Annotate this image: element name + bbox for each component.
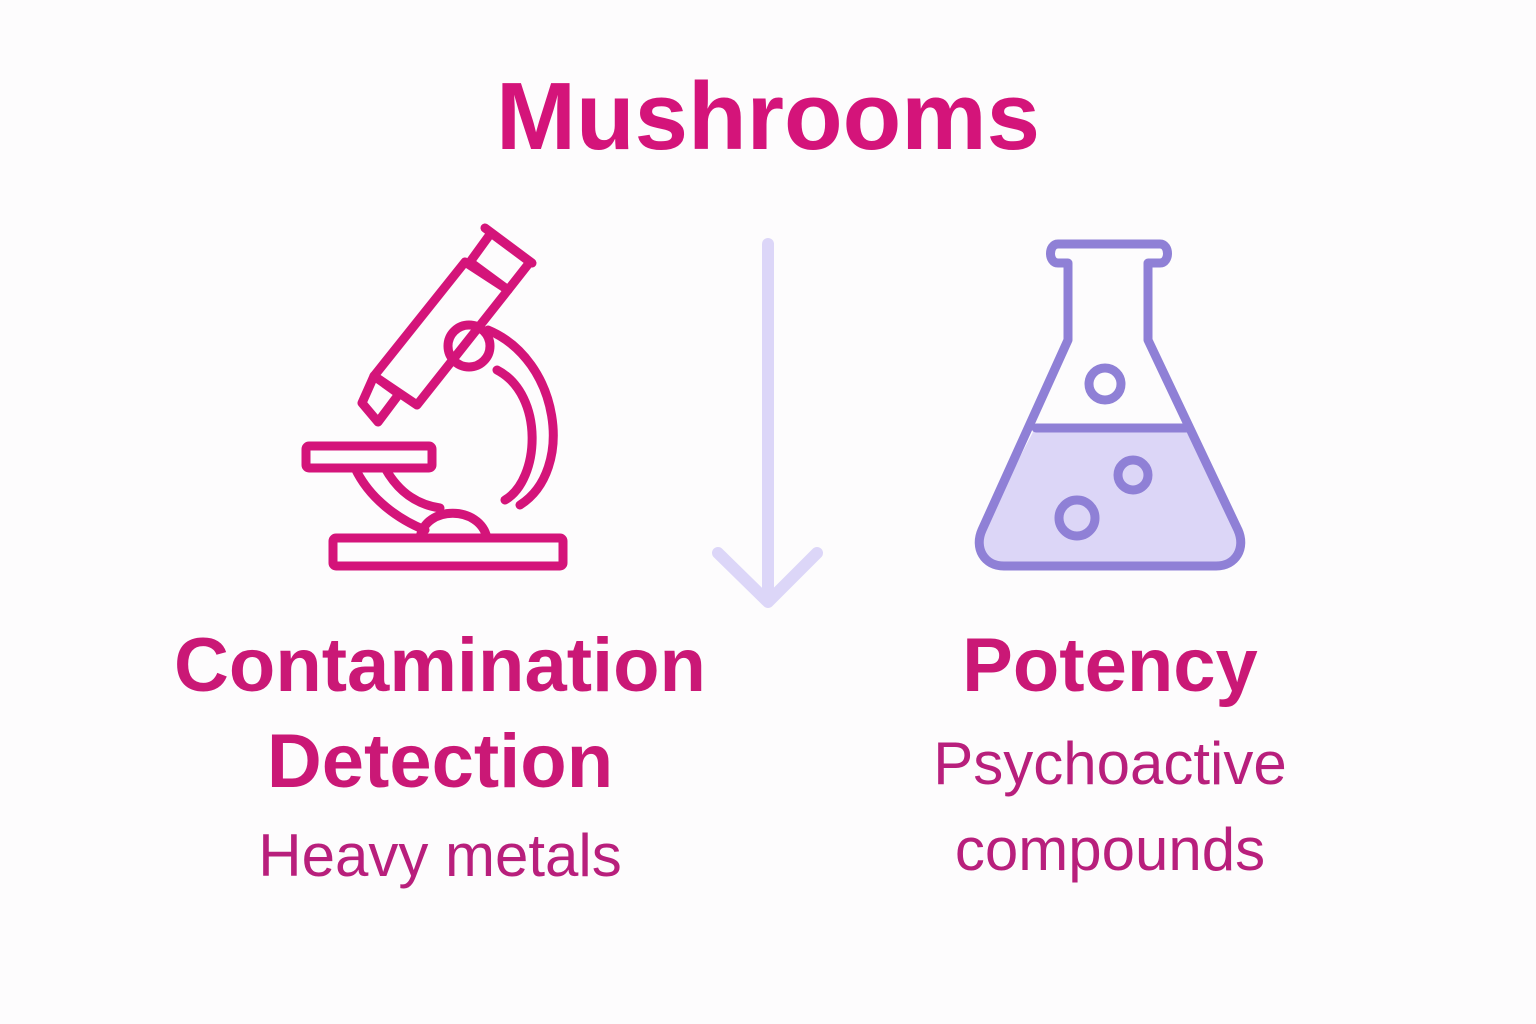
potency-subtext-line1: Psychoactive <box>933 730 1287 797</box>
flask-icon <box>974 239 1246 571</box>
arrow-down-icon <box>712 238 823 608</box>
potency-subtext-line2: compounds <box>954 816 1266 883</box>
potency-section: Potency Psychoactive compounds <box>860 618 1360 886</box>
contamination-heading-line2: Detection <box>266 719 614 804</box>
potency-heading: Potency <box>962 623 1258 708</box>
contamination-subtext: Heavy metals <box>258 822 622 889</box>
contamination-heading-line1: Contamination <box>174 623 706 708</box>
contamination-detection-section: Contamination Detection Heavy metals <box>90 618 790 892</box>
microscope-icon <box>301 223 568 571</box>
page-title: Mushrooms <box>495 63 1041 170</box>
